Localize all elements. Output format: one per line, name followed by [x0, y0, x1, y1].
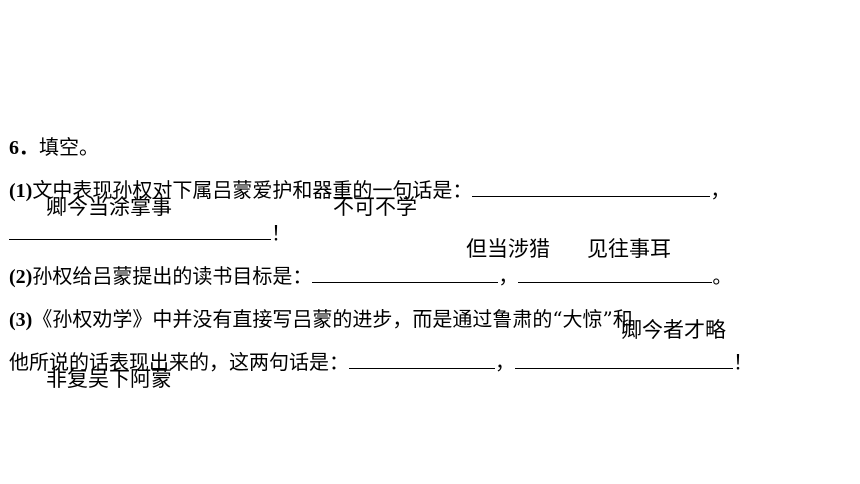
- question-2-text: 孙权给吕蒙提出的读书目标是：: [32, 264, 313, 288]
- question-number: 6．: [9, 137, 39, 159]
- exclamation: ！: [271, 221, 291, 245]
- question-1-text: 文中表现孙权对下属吕蒙爱护和器重的一句话是：: [32, 178, 473, 202]
- answer-1-part-1: 卿今当涂掌事: [46, 195, 172, 219]
- answer-1-part-2: 不可不学: [333, 195, 417, 219]
- comma: ，: [495, 350, 515, 374]
- blank-1b: [9, 221, 271, 240]
- question-1-line-2: ！: [9, 219, 291, 247]
- blank-3b: [515, 350, 733, 369]
- question-3-text-b: 他所说的话表现出来的，这两句话是：: [9, 350, 349, 374]
- answer-2-part-2: 见往事耳: [587, 237, 671, 261]
- blank-2b: [518, 264, 713, 283]
- question-3-text-a: 《孙权劝学》中并没有直接写吕蒙的进步，而是通过鲁肃的“大惊”和: [32, 307, 633, 331]
- comma: ，: [498, 264, 519, 288]
- period: 。: [712, 264, 733, 288]
- question-2-prefix: (2): [9, 266, 33, 288]
- blank-2a: [312, 264, 499, 283]
- comma: ，: [710, 178, 731, 202]
- question-1-line-1: (1)文中表现孙权对下属吕蒙爱护和器重的一句话是： ，: [9, 176, 730, 205]
- question-3-line-1: (3)《孙权劝学》中并没有直接写吕蒙的进步，而是通过鲁肃的“大惊”和: [9, 305, 633, 334]
- answer-2-part-1: 但当涉猎: [466, 237, 550, 261]
- question-2-line: (2)孙权给吕蒙提出的读书目标是： ， 。: [9, 262, 732, 291]
- question-3-line-2: 他所说的话表现出来的，这两句话是： ， ！: [9, 348, 753, 376]
- question-title: 填空。: [39, 135, 99, 159]
- question-heading: 6．填空。: [9, 133, 99, 162]
- answer-3-part-1: 卿今者才略: [621, 318, 726, 342]
- question-1-prefix: (1): [9, 180, 33, 202]
- exclamation: ！: [733, 350, 753, 374]
- question-3-prefix: (3): [9, 309, 33, 331]
- blank-1a: [472, 178, 711, 197]
- answer-3-part-2: 非复吴下阿蒙: [46, 367, 172, 391]
- blank-3a: [349, 350, 495, 369]
